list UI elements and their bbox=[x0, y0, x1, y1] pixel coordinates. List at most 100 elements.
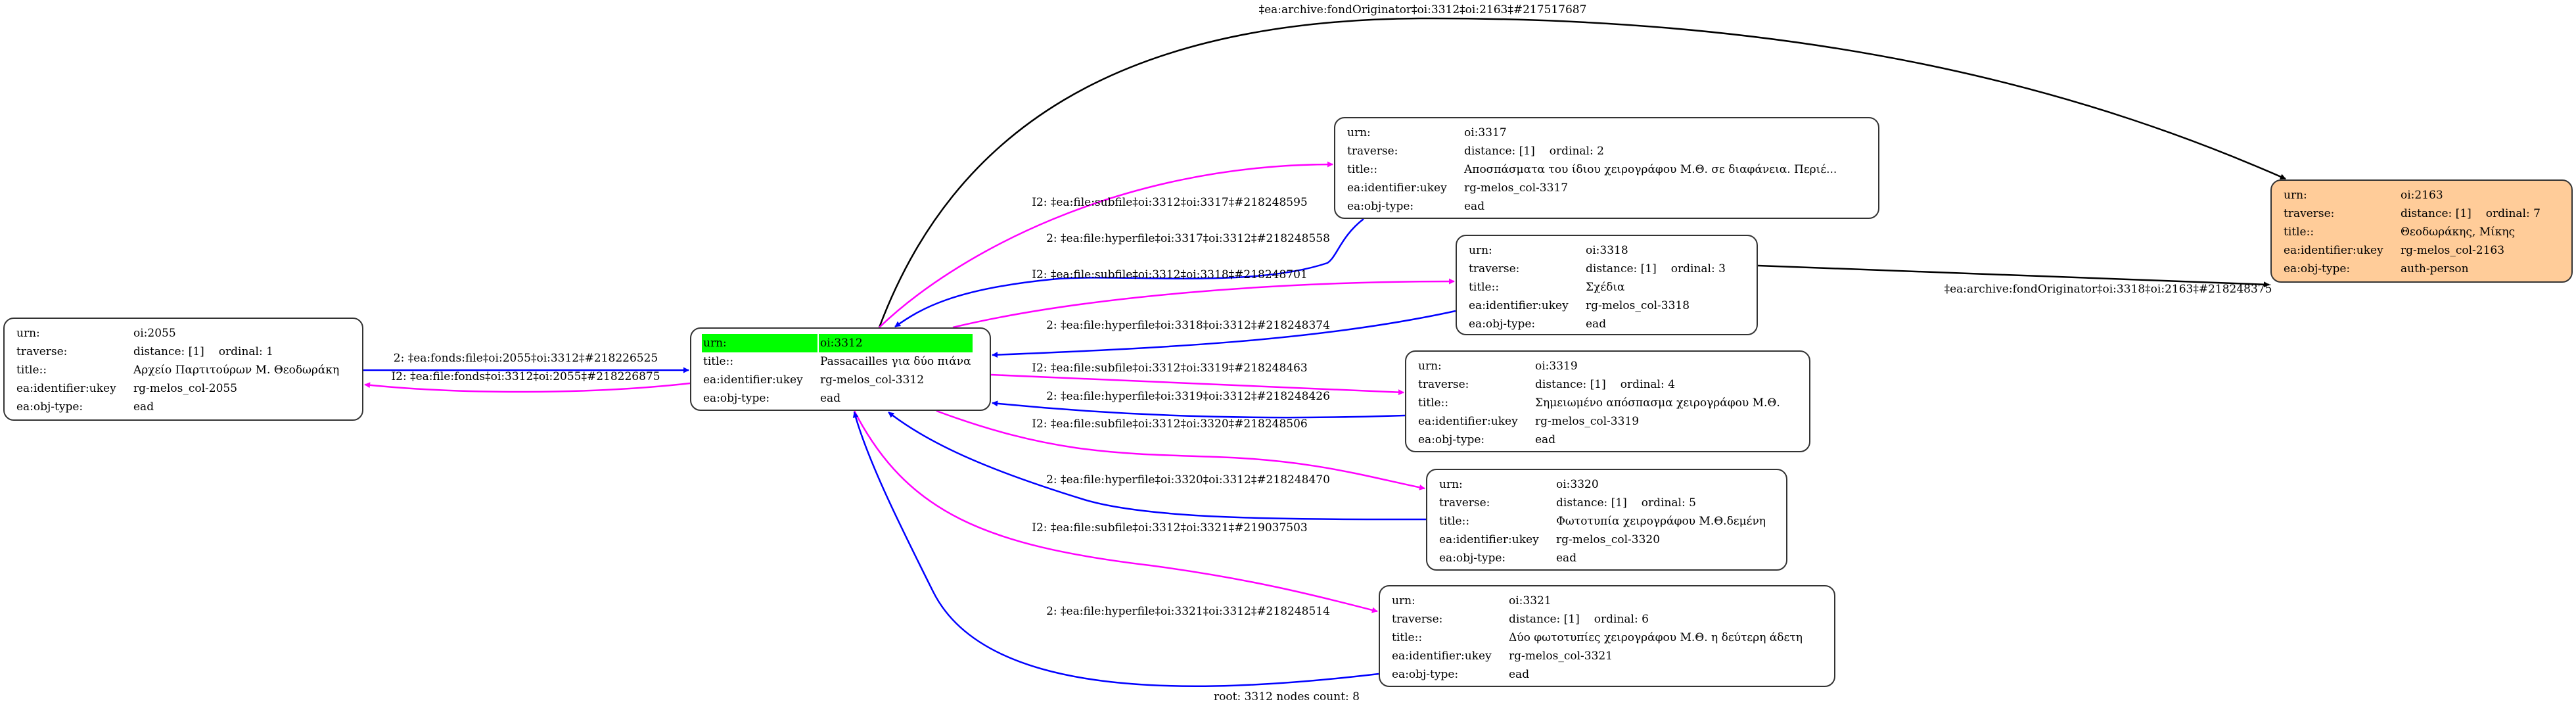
field-row: title::Θεοδωράκης, Μίκης bbox=[2282, 223, 2542, 241]
field-value: ead bbox=[1509, 668, 1530, 681]
field-value-cell: ead bbox=[132, 398, 340, 416]
node-oi-3321[interactable]: urn: oi:3321 traverse:distance: [1]ordinal… bbox=[1379, 585, 1835, 687]
field-value: oi:3321 bbox=[1509, 594, 1552, 607]
field-value: auth-person bbox=[2401, 262, 2469, 275]
field-value: ead bbox=[1464, 200, 1485, 213]
field-value: ead bbox=[1586, 318, 1607, 331]
field-row: traverse:distance: [1]ordinal: 6 bbox=[1391, 610, 1804, 629]
field-label: ea:identifier:ukey bbox=[1469, 299, 1569, 312]
field-value-cell: Passacailles για δύο πιάνα bbox=[819, 352, 973, 371]
field-label: title:: bbox=[1439, 515, 1470, 528]
node-fields: urn: oi:3321 traverse:distance: [1]ordinal… bbox=[1389, 592, 1805, 684]
field-label: ea:obj-type: bbox=[1439, 552, 1506, 565]
edge-3312-to-2163 bbox=[878, 17, 2286, 328]
field-value: distance: [1] bbox=[1586, 262, 1657, 275]
field-value: rg-melos_col-3321 bbox=[1509, 650, 1613, 663]
edge-label-3312-to-2055: I2: ‡ea:file:fonds‡oi:3312‡oi:2055‡#2182… bbox=[391, 370, 660, 383]
field-value: Φωτοτυπία χειρογράφου Μ.Θ.δεμένη bbox=[1556, 515, 1766, 528]
field-value: Δύο φωτοτυπίες χειρογράφου Μ.Θ. η δεύτερ… bbox=[1509, 631, 1803, 644]
field-value: rg-melos_col-2163 bbox=[2401, 244, 2505, 257]
field-label: urn: bbox=[1392, 594, 1415, 607]
field-row: title::Σημειωμένο απόσπασμα χειρογράφου … bbox=[1417, 394, 1782, 412]
edge-3318-to-2163 bbox=[1757, 264, 2270, 288]
field-value-cell: auth-person bbox=[2399, 260, 2542, 278]
field-value-cell: Σχέδια bbox=[1584, 278, 1727, 297]
field-value: distance: [1] bbox=[1464, 145, 1535, 158]
field-value-cell: Θεοδωράκης, Μίκης bbox=[2399, 223, 2542, 241]
field-value: Θεοδωράκης, Μίκης bbox=[2401, 225, 2516, 239]
field-value-cell: Αρχείο Παρτιτούρων Μ. Θεοδωράκη bbox=[132, 361, 340, 379]
edge-label-3312-to-3321: I2: ‡ea:file:subfile‡oi:3312‡oi:3321‡#21… bbox=[1032, 521, 1308, 534]
field-label: urn: bbox=[1347, 126, 1371, 139]
field-label: traverse: bbox=[2284, 207, 2335, 220]
field-label: ea:identifier:ukey bbox=[2284, 244, 2383, 257]
field-label: title:: bbox=[2284, 225, 2314, 239]
field-value: rg-melos_col-2055 bbox=[133, 382, 238, 395]
field-row: ea:identifier:ukey rg-melos_col-2163 bbox=[2282, 241, 2542, 260]
field-label: ea:identifier:ukey bbox=[1418, 415, 1518, 428]
field-label: traverse: bbox=[1418, 378, 1469, 391]
field-value-cell: oi:3319 bbox=[1534, 357, 1782, 375]
field-value-cell: ead bbox=[819, 389, 973, 408]
field-value-cell: ead bbox=[1534, 431, 1782, 449]
field-row: traverse:distance: [1]ordinal: 1 bbox=[15, 343, 340, 361]
field-row: ea:obj-type:ead bbox=[1346, 197, 1838, 216]
field-label: ea:identifier:ukey bbox=[1392, 650, 1492, 663]
field-value-cell: ead bbox=[1555, 549, 1767, 567]
field-value: rg-melos_col-3320 bbox=[1556, 533, 1661, 546]
field-value-cell: ead bbox=[1507, 665, 1804, 684]
field-label: ea:identifier:ukey bbox=[703, 373, 803, 387]
edge-label-3320-to-3312: 2: ‡ea:file:hyperfile‡oi:3320‡oi:3312‡#2… bbox=[1046, 473, 1330, 487]
edge-3312-to-3321 bbox=[853, 410, 1378, 613]
field-row: ea:obj-type: ead bbox=[702, 389, 973, 408]
field-row: ea:identifier:ukey rg-melos_col-3321 bbox=[1391, 647, 1804, 665]
ordinal-value: ordinal: 7 bbox=[2485, 207, 2541, 220]
field-row: urn:oi:2055 bbox=[15, 324, 340, 343]
field-label: ea:obj-type: bbox=[1392, 668, 1459, 681]
field-label: title:: bbox=[1469, 281, 1500, 294]
field-label: ea:obj-type: bbox=[703, 392, 770, 405]
field-value: oi:3318 bbox=[1586, 244, 1628, 257]
field-row: ea:obj-type:ead bbox=[15, 398, 340, 416]
field-row: urn:oi:3320 bbox=[1438, 475, 1767, 494]
field-row: urn:oi:3317 bbox=[1346, 124, 1838, 142]
field-value: oi:3320 bbox=[1556, 478, 1599, 491]
edge-3312-to-2055 bbox=[364, 382, 691, 393]
node-oi-3319[interactable]: urn:oi:3319 traverse: distance: [1]ordinal… bbox=[1405, 350, 1810, 452]
edge-label-3317-to-3312: 2: ‡ea:file:hyperfile‡oi:3317‡oi:3312‡#2… bbox=[1046, 232, 1330, 245]
field-value-cell: distance: [1]ordinal: 1 bbox=[132, 343, 340, 361]
field-label: ea:obj-type: bbox=[2284, 262, 2351, 275]
field-label: urn: bbox=[16, 327, 40, 340]
edge-3319-to-3312 bbox=[992, 400, 1406, 419]
field-value: rg-melos_col-3319 bbox=[1535, 415, 1640, 428]
field-row: title::Φωτοτυπία χειρογράφου Μ.Θ.δεμένη bbox=[1438, 512, 1767, 531]
field-value: Αρχείο Παρτιτούρων Μ. Θεοδωράκη bbox=[133, 364, 340, 377]
field-row: title::Σχέδια bbox=[1467, 278, 1727, 297]
field-row: ea:obj-type:ead bbox=[1467, 315, 1727, 333]
field-value-cell: distance: [1]ordinal: 5 bbox=[1555, 494, 1767, 512]
field-value-cell: distance: [1]ordinal: 4 bbox=[1534, 375, 1782, 394]
field-value-cell: rg-melos_col-3312 bbox=[819, 371, 973, 389]
field-label: ea:identifier:ukey bbox=[1439, 533, 1539, 546]
field-value: ead bbox=[1556, 552, 1577, 565]
field-value: distance: [1] bbox=[1535, 378, 1606, 391]
edge-3317-to-3312 bbox=[894, 218, 1364, 328]
edge-3318-to-3312 bbox=[992, 310, 1456, 358]
field-row: urn:oi:3319 bbox=[1417, 357, 1782, 375]
edge-label-3312-to-3320: I2: ‡ea:file:subfile‡oi:3312‡oi:3320‡#21… bbox=[1032, 417, 1308, 431]
edge-label-2055-to-3312: 2: ‡ea:fonds:file‡oi:2055‡oi:3312‡#21822… bbox=[393, 352, 658, 365]
field-row: urn:oi:2163 bbox=[2282, 186, 2542, 204]
ordinal-value: ordinal: 6 bbox=[1594, 613, 1649, 626]
field-value-cell: rg-melos_col-3320 bbox=[1555, 531, 1767, 549]
field-value: distance: [1] bbox=[1556, 496, 1627, 510]
field-row: ea:obj-type:ead bbox=[1417, 431, 1782, 449]
